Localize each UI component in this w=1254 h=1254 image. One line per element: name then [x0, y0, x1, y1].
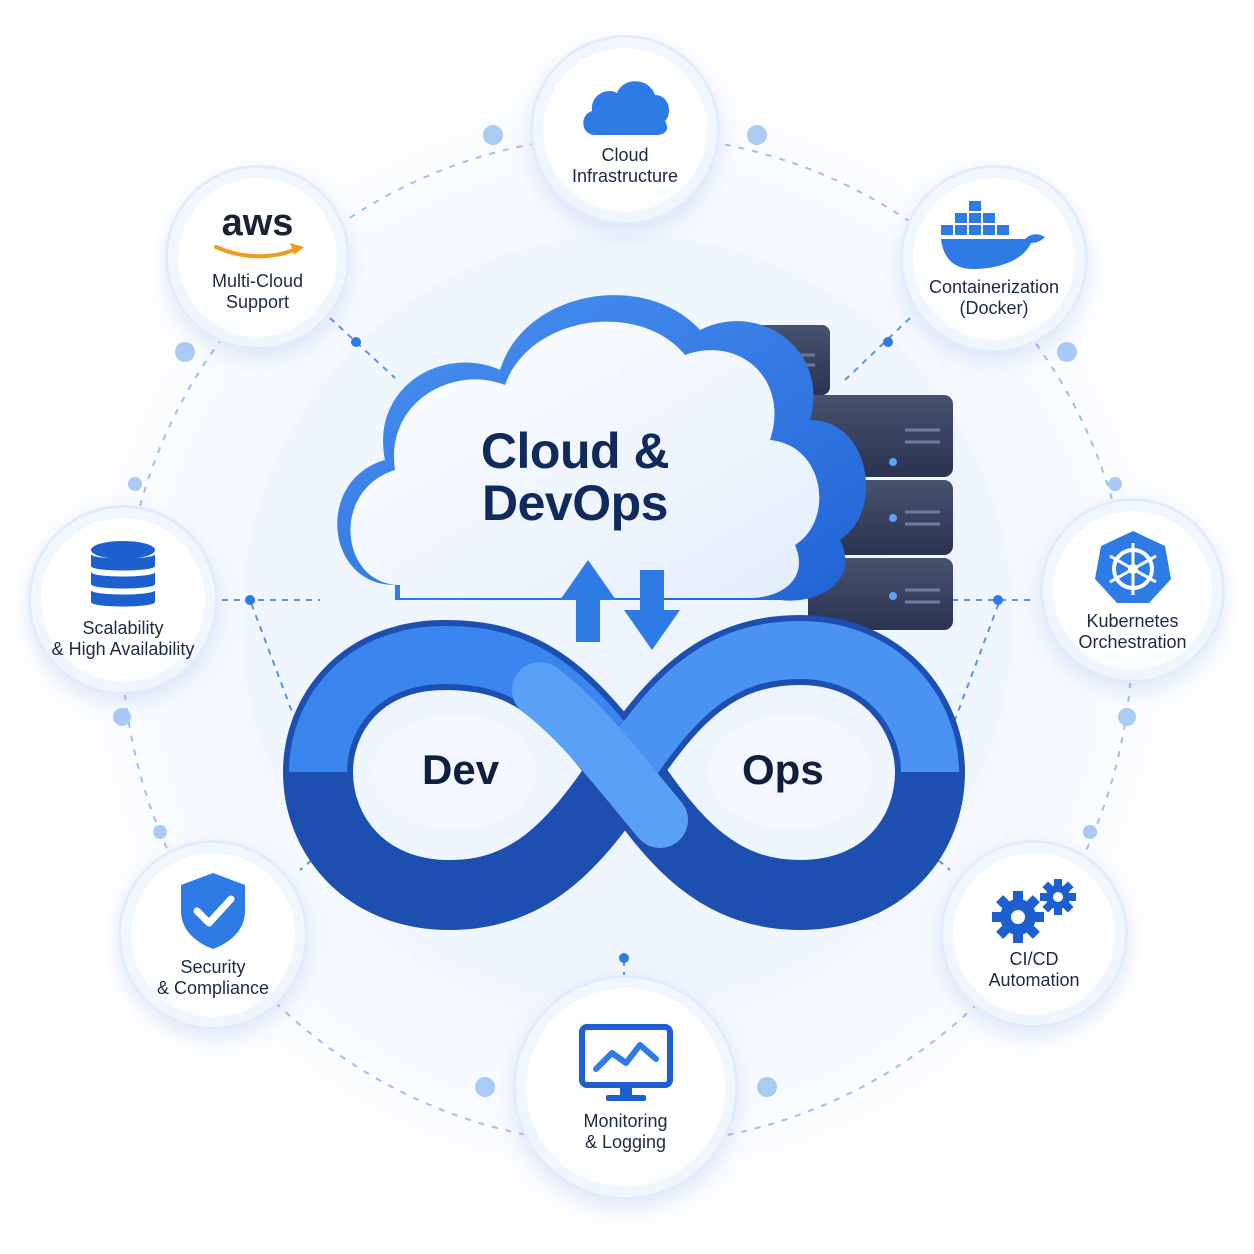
database-icon: [91, 541, 155, 607]
aws-smile-icon: [213, 242, 304, 258]
node-label: Security& Compliance: [156, 957, 270, 998]
infinity-dev-label: Dev: [422, 746, 500, 793]
hub-title: Cloud & DevOps: [395, 425, 755, 529]
central-cloud: [337, 295, 867, 601]
node-containerization-docker[interactable]: Containerization(Docker): [900, 165, 1088, 353]
node-scalability-high-availability[interactable]: Scalability& High Availability: [28, 505, 218, 695]
node-security-compliance[interactable]: Security& Compliance: [118, 840, 308, 1030]
node-monitoring-logging[interactable]: Monitoring& Logging: [513, 975, 738, 1200]
ring-dots: [113, 125, 1136, 1097]
hub-title-line1: Cloud &: [480, 423, 670, 479]
aws-logo-text: aws: [221, 201, 294, 244]
node-label: Monitoring& Logging: [583, 1110, 668, 1152]
hub-title-line2: DevOps: [482, 475, 668, 531]
devops-infinity-loop: [283, 615, 965, 930]
shield-check-icon: [181, 873, 245, 949]
gears-icon: [992, 879, 1076, 943]
node-label: Containerization(Docker): [928, 277, 1060, 318]
docker-whale-icon: [941, 201, 1045, 269]
cloud-icon: [583, 81, 670, 135]
node-label: Scalability& High Availability: [51, 618, 195, 659]
inner-connectors: [222, 317, 1030, 980]
kubernetes-helm-icon: [1094, 530, 1171, 603]
infinity-ops-label: Ops: [742, 746, 824, 793]
monitor-chart-icon: [578, 1023, 673, 1101]
sync-arrows: [560, 560, 680, 650]
aws-logo: aws: [208, 203, 308, 265]
